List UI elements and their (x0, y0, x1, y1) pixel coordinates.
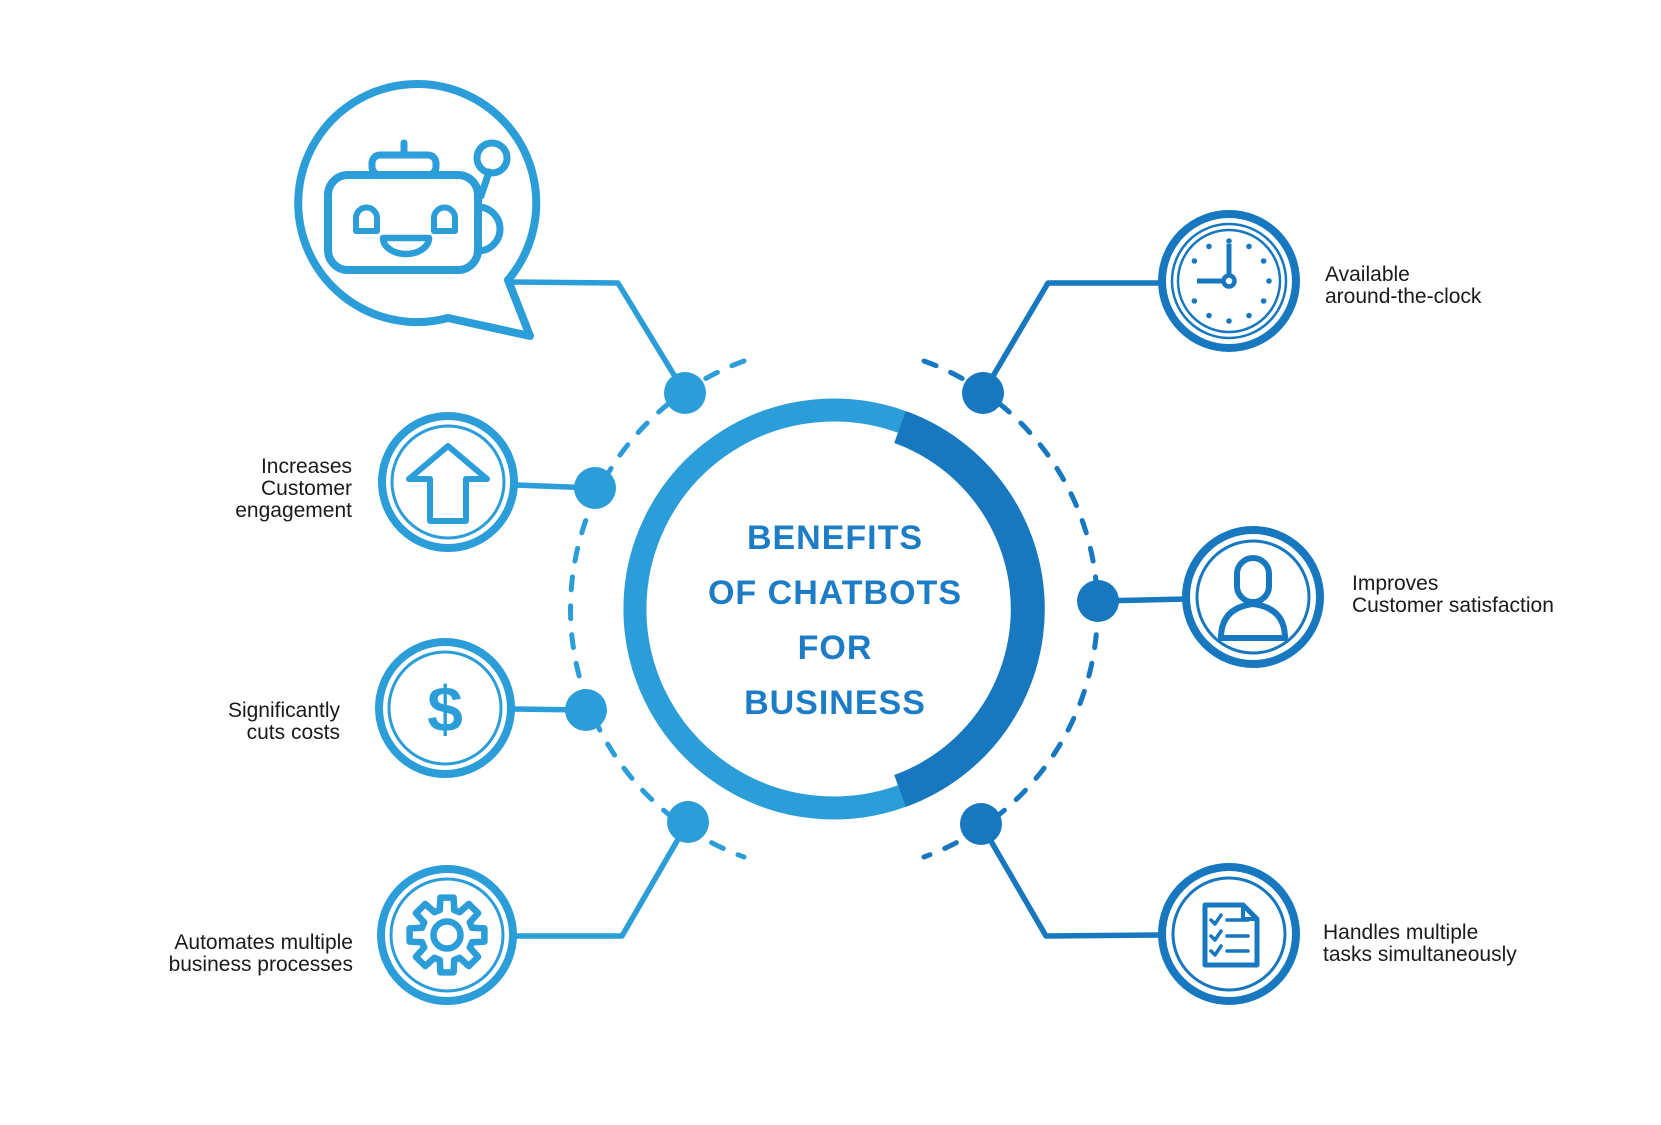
robot-eye-right (431, 204, 458, 234)
dot-automation (667, 801, 709, 843)
dot-multitask (960, 803, 1002, 845)
check-1 (1209, 913, 1223, 926)
check-2 (1209, 929, 1223, 942)
dot-engagement (574, 467, 616, 509)
label-available-around-clock: Available around-the-clock (1325, 263, 1482, 308)
label-cuts-costs: Significantly cuts costs (227, 699, 340, 744)
connector-automation (514, 820, 691, 939)
connector-multitask (978, 822, 1163, 939)
robot-ear (474, 203, 504, 255)
title-line: BENEFITS (746, 519, 924, 557)
connector-lines (511, 279, 1187, 939)
clock-center (1221, 273, 1237, 289)
dashed-orbit-left (568, 358, 747, 860)
clock-icon (1158, 210, 1300, 352)
orbit-dots (565, 372, 1119, 845)
center-ring-dark-arc (894, 411, 1045, 807)
dot-satisfaction (1077, 580, 1119, 622)
dot-clock (962, 372, 1004, 414)
center-ring-light-arc (623, 398, 906, 820)
connector-clock (980, 280, 1162, 395)
dot-costs (565, 689, 607, 731)
label-customer-engagement: Increases Customer engagement (235, 455, 352, 522)
dollar-sign-icon: $ (375, 638, 515, 778)
gear-icon (377, 865, 517, 1005)
dot-chatbot (664, 372, 706, 414)
arrow-up-icon (378, 412, 518, 552)
robot-eye-left (353, 204, 380, 234)
person-head (1234, 555, 1272, 605)
label-multiple-tasks: Handles multiple tasks simultaneously (1323, 921, 1517, 966)
center-title: BENEFITS OF CHATBOTS FOR BUSINESS (585, 511, 1085, 731)
document-page (1202, 902, 1260, 968)
person-shoulders (1218, 601, 1288, 641)
title-line: OF CHATBOTS (707, 574, 962, 612)
clock-hour-marks (1191, 238, 1272, 324)
speech-bubble-tail (444, 276, 534, 340)
dollar-glyph: $ (427, 673, 463, 745)
check-3 (1209, 944, 1223, 957)
robot-antenna-arm (477, 168, 493, 200)
center-ring (623, 398, 1045, 820)
label-customer-satisfaction: Improves Customer satisfaction (1352, 572, 1554, 617)
connector-chatbot (511, 279, 688, 395)
robot-antenna-ball (473, 139, 511, 177)
title-line: BUSINESS (744, 684, 926, 722)
robot-mouth (379, 234, 433, 258)
chatbot-robot-speech-bubble-icon (294, 80, 541, 340)
speech-bubble (294, 80, 541, 326)
title-line: FOR (797, 629, 873, 667)
checklist-document-icon (1158, 863, 1300, 1005)
label-automates-processes: Automates multiple business processes (168, 931, 353, 976)
person-icon (1182, 526, 1324, 668)
